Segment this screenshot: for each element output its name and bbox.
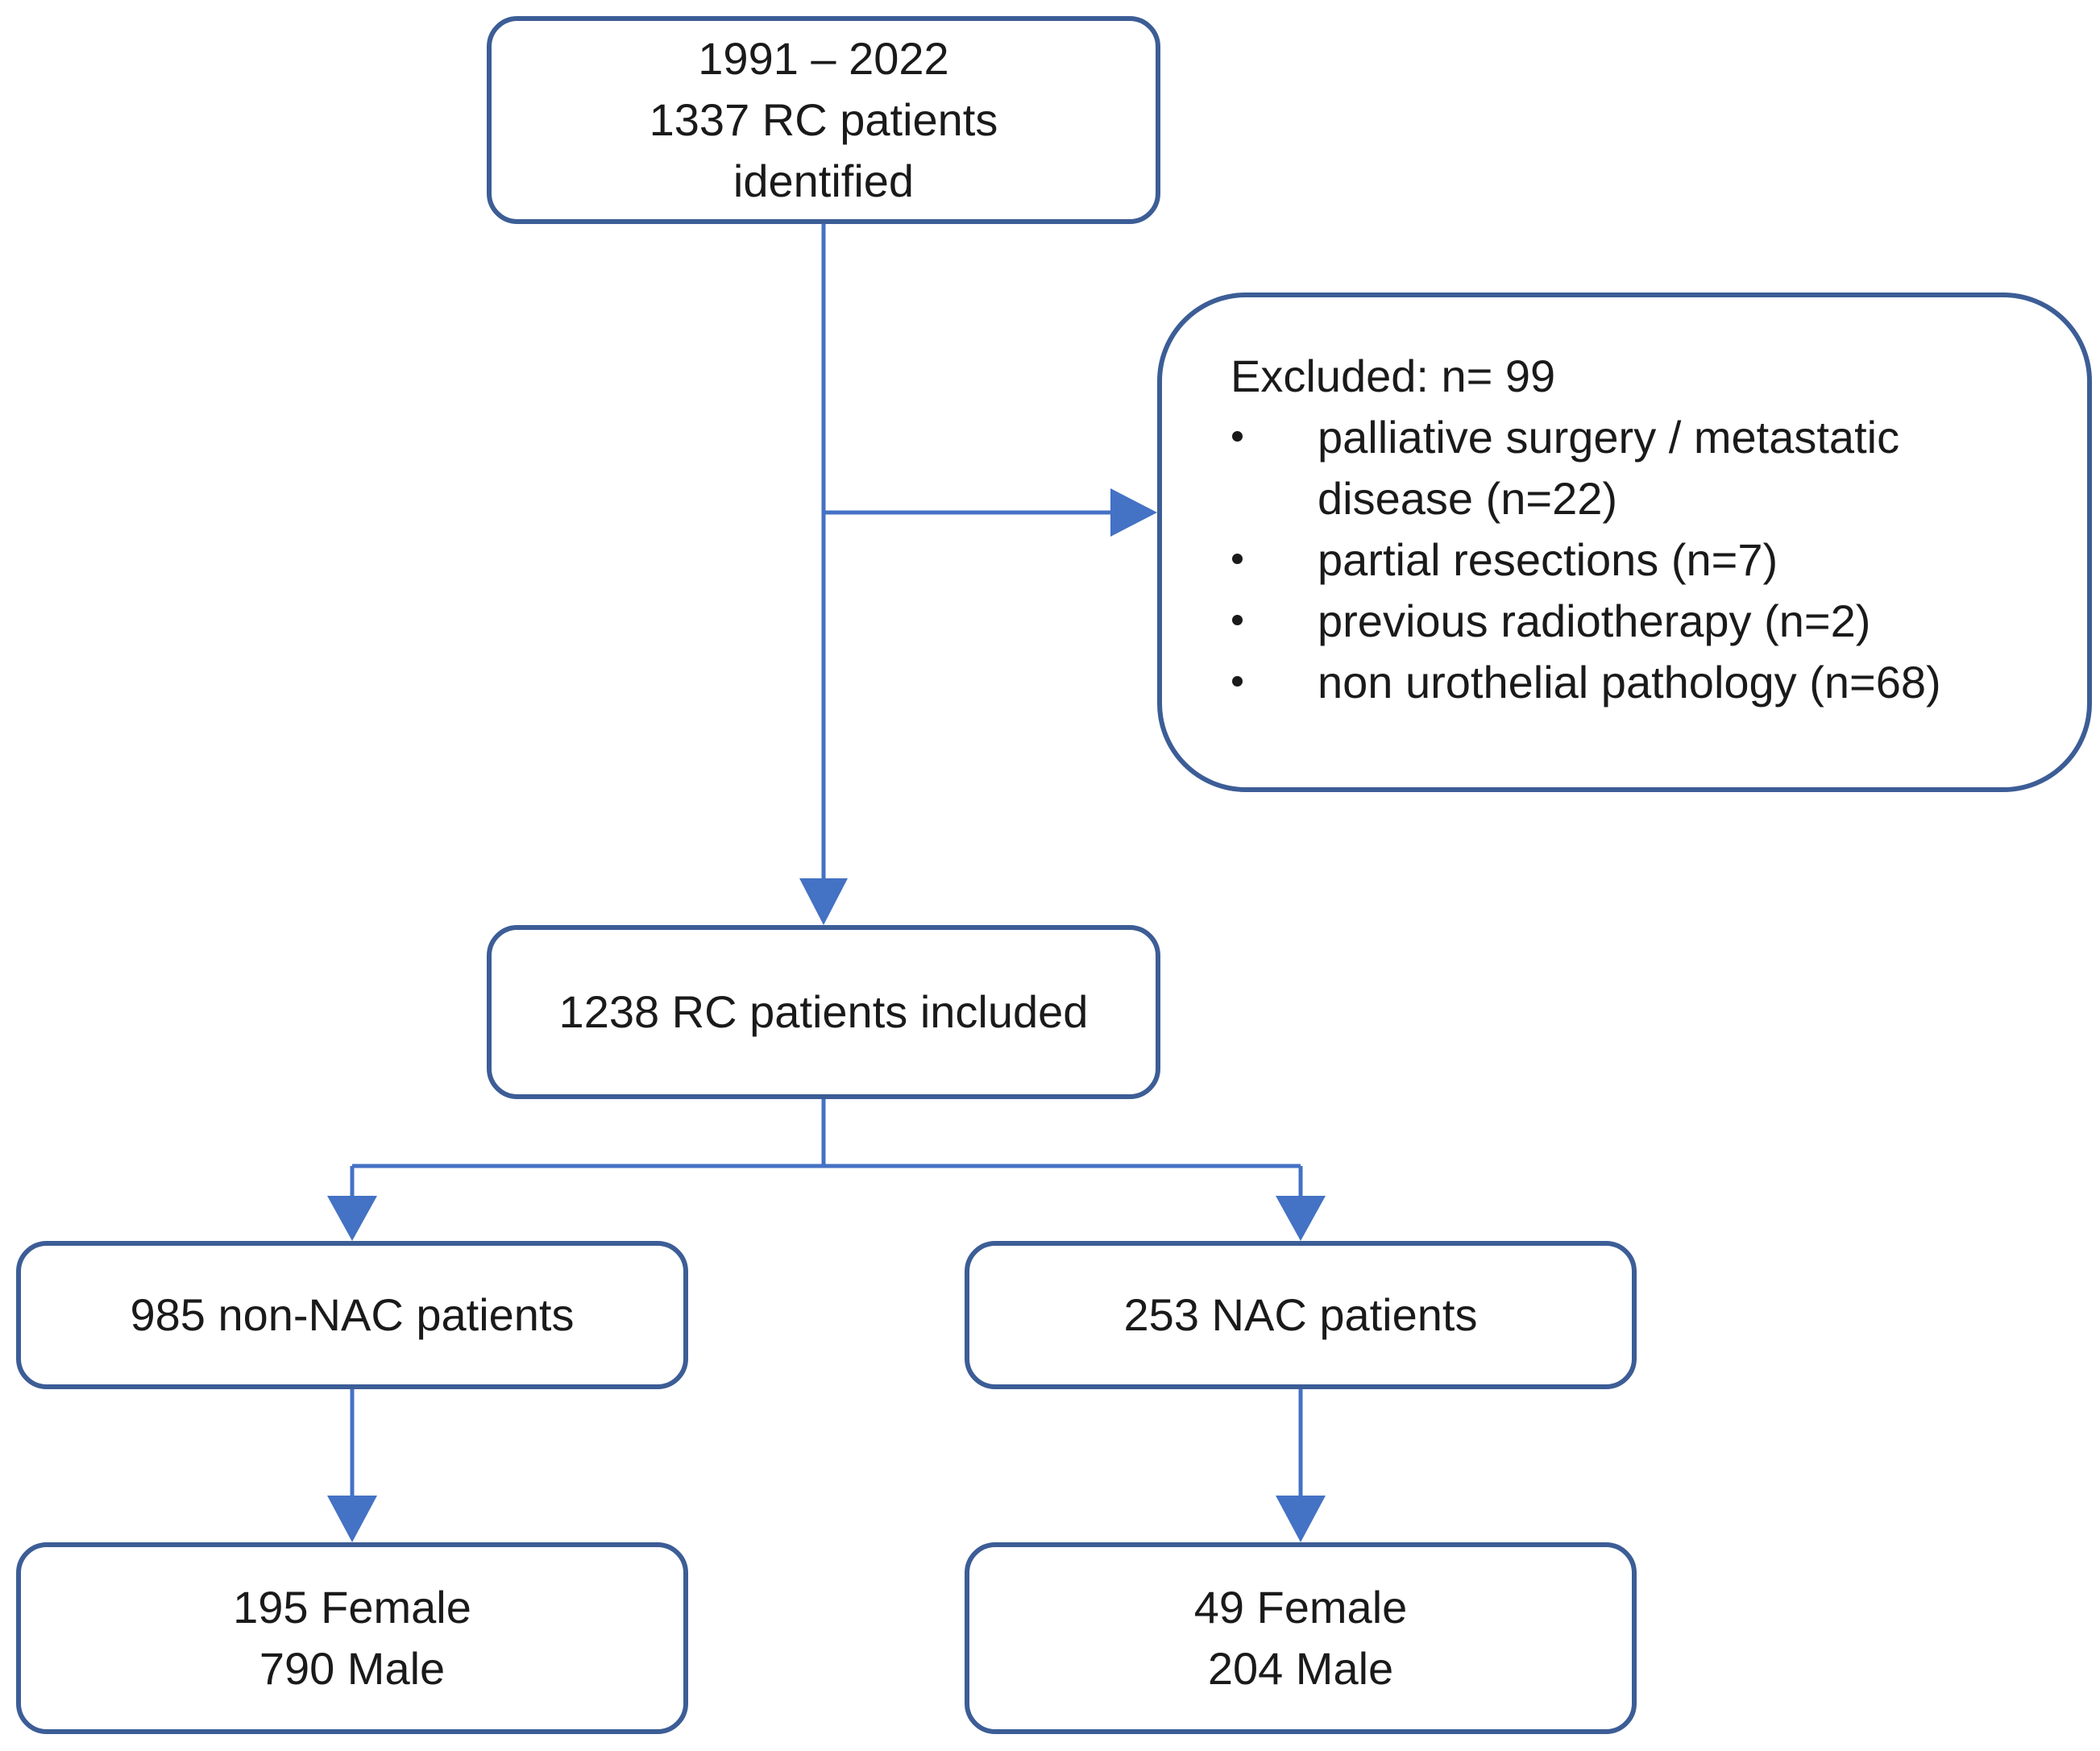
arrowhead-to-nac (1276, 1196, 1326, 1241)
arrowhead-to-nac-sex (1276, 1496, 1326, 1542)
excluded-title: Excluded: n= 99 (1231, 351, 1556, 401)
identified-patients-box: 1991 – 2022 1337 RC patients identified (487, 16, 1160, 224)
arrowhead-to-non-nac-sex (327, 1496, 377, 1542)
non-nac-patients-box: 985 non-NAC patients (16, 1241, 688, 1389)
nac-sex-breakdown-box: 49 Female 204 Male (965, 1542, 1637, 1734)
non-nac-label: 985 non-NAC patients (130, 1289, 575, 1340)
exclusion-reason-line: disease (n=22) (1318, 473, 1618, 524)
nac-patients-box: 253 NAC patients (965, 1241, 1637, 1389)
non-nac-male-count: 790 Male (259, 1643, 446, 1694)
identified-years: 1991 – 2022 (698, 33, 949, 84)
excluded-patients-box: Excluded: n= 99 palliative surgery / met… (1157, 293, 2092, 792)
exclusion-reason-line: partial resections (n=7) (1318, 534, 1778, 585)
nac-female-count: 49 Female (1193, 1582, 1408, 1633)
exclusion-reason-line: palliative surgery / metastatic (1318, 412, 1900, 463)
non-nac-female-count: 195 Female (233, 1582, 471, 1633)
exclusion-reason-non-urothelial: non urothelial pathology (n=68) (1231, 652, 1941, 713)
arrowhead-to-non-nac (327, 1196, 377, 1241)
exclusion-reason-line: previous radiotherapy (n=2) (1318, 595, 1871, 646)
non-nac-sex-breakdown-box: 195 Female 790 Male (16, 1542, 688, 1734)
exclusion-reason-radiotherapy: previous radiotherapy (n=2) (1231, 591, 1941, 652)
included-patients-box: 1238 RC patients included (487, 925, 1160, 1099)
identified-label: identified (733, 156, 915, 206)
exclusion-reason-line: non urothelial pathology (n=68) (1318, 657, 1941, 707)
nac-label: 253 NAC patients (1123, 1289, 1478, 1340)
identified-count: 1337 RC patients (649, 94, 998, 145)
nac-male-count: 204 Male (1207, 1643, 1394, 1694)
exclusion-reason-partial-resections: partial resections (n=7) (1231, 529, 1941, 591)
arrowhead-to-excluded (1110, 488, 1157, 537)
exclusion-reason-palliative: palliative surgery / metastatic disease … (1231, 407, 1941, 529)
arrowhead-to-included (799, 878, 848, 925)
exclusion-reasons-list: palliative surgery / metastatic disease … (1231, 407, 1941, 713)
included-label: 1238 RC patients included (558, 986, 1089, 1037)
